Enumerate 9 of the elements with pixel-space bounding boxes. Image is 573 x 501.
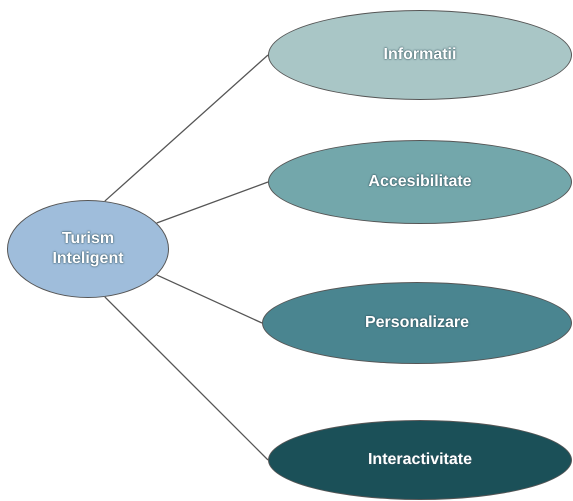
node-label: Accesibilitate bbox=[368, 172, 472, 192]
node-label: Informatii bbox=[384, 45, 456, 65]
connector-line bbox=[156, 181, 268, 224]
connector-line bbox=[156, 274, 262, 324]
node-label: Personalizare bbox=[364, 313, 470, 333]
connector-line bbox=[104, 296, 268, 460]
connector-line bbox=[104, 54, 268, 202]
node-label: Interactivitate bbox=[368, 450, 472, 470]
node-label: Turism Inteligent bbox=[51, 229, 125, 269]
